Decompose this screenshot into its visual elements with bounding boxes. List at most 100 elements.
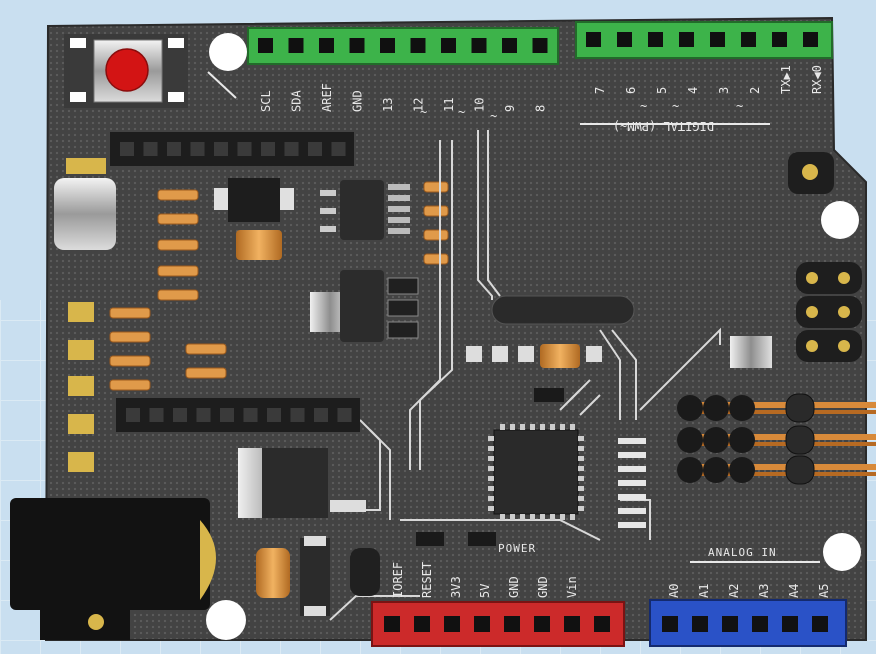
- header-pin: [471, 38, 487, 53]
- power-pin-label: 5V: [478, 584, 492, 598]
- header-pin: [167, 142, 181, 156]
- header-pin: [267, 408, 281, 422]
- microcontroller-chip[interactable]: [488, 424, 584, 520]
- chip-pin: [618, 494, 646, 500]
- pin-label: TX▶1: [779, 65, 793, 94]
- power-pin: [444, 616, 460, 632]
- pin-label: 5: [655, 87, 669, 94]
- resistor-array: [109, 189, 227, 391]
- header-pin: [710, 32, 725, 47]
- small-components-row: [466, 344, 602, 402]
- header-pin: [214, 142, 228, 156]
- jumper[interactable]: [796, 262, 862, 294]
- pwm-mark: ~: [458, 105, 465, 119]
- jumper-headers-right: [796, 262, 862, 362]
- jumper[interactable]: [796, 330, 862, 362]
- pin-label: 7: [593, 87, 607, 94]
- pwm-marks: ~~~~~~: [420, 99, 743, 123]
- capacitor-right: [730, 336, 772, 368]
- power-pin: [474, 616, 490, 632]
- black-header-top: [110, 132, 354, 166]
- regulator-bottom: [300, 538, 330, 616]
- resistor: [157, 213, 199, 225]
- regulator-ic: [320, 180, 410, 240]
- yellow-pads-left: [68, 302, 94, 472]
- power-pin: [594, 616, 610, 632]
- pin-label: AREF: [320, 83, 334, 112]
- socket-hole: [729, 395, 755, 421]
- chip-side-pins: [618, 438, 646, 528]
- mounting-hole: [821, 201, 859, 239]
- header-pin: [331, 142, 346, 156]
- inductor: [236, 230, 282, 260]
- resistor: [157, 189, 199, 201]
- jumper[interactable]: [796, 296, 862, 328]
- pwm-mark: ~: [672, 99, 679, 113]
- chip-pin: [618, 438, 646, 444]
- solder-pad: [68, 376, 94, 396]
- header-pin: [196, 408, 211, 422]
- pin-label: RX◀0: [810, 65, 824, 94]
- analog-pin: [722, 616, 738, 632]
- socket-hole: [729, 427, 755, 453]
- header-pin: [288, 38, 304, 53]
- header-pin: [617, 32, 632, 47]
- header-pin: [337, 408, 352, 422]
- socket-hole: [703, 395, 729, 421]
- oscillator: [491, 295, 635, 325]
- analog-pin: [752, 616, 768, 632]
- power-pin: [534, 616, 550, 632]
- header-pin: [502, 38, 517, 53]
- pwm-mark: ~: [490, 109, 497, 123]
- resistor: [185, 367, 227, 379]
- header-pin: [314, 408, 328, 422]
- header-pin: [380, 38, 395, 53]
- resistor: [423, 229, 449, 241]
- pin-label: 2: [748, 87, 762, 94]
- reset-button-cap[interactable]: [105, 48, 149, 92]
- pin-label: 4: [686, 87, 700, 94]
- diode: [214, 178, 294, 222]
- header-pin: [803, 32, 818, 47]
- mounting-hole: [206, 600, 246, 640]
- header-pin: [290, 408, 305, 422]
- digital-header-right: [575, 21, 833, 59]
- header-pin: [410, 38, 426, 53]
- mounting-hole: [823, 533, 861, 571]
- pin-label: 10: [473, 98, 487, 112]
- chip-pin: [618, 508, 646, 514]
- chip-pin: [618, 522, 646, 528]
- pin-label: 3: [717, 87, 731, 94]
- resistor-network: [677, 393, 876, 485]
- header-pin: [772, 32, 787, 47]
- power-jack[interactable]: [10, 498, 216, 640]
- power-pin-label: GND: [536, 576, 550, 598]
- header-pin: [441, 38, 456, 53]
- header-pin: [741, 32, 756, 47]
- power-pin-label: 3V3: [449, 576, 463, 598]
- socket-hole: [677, 395, 703, 421]
- reset-button[interactable]: [64, 34, 188, 108]
- digital-pwm-label: DIGITAL (PWM~): [613, 119, 714, 133]
- header-pin: [143, 142, 158, 156]
- power-title: POWER: [498, 542, 536, 555]
- pin-label: SCL: [259, 90, 273, 112]
- analog-pin: [662, 616, 678, 632]
- resistor: [109, 379, 151, 391]
- pin-label: 12: [412, 98, 426, 112]
- resistor: [423, 205, 449, 217]
- chip-pin: [618, 452, 646, 458]
- header-pin: [349, 38, 365, 53]
- header-pin: [173, 408, 187, 422]
- pwm-mark: ~: [640, 99, 647, 113]
- analog-pin: [692, 616, 708, 632]
- header-pin: [319, 38, 334, 53]
- header-pin: [237, 142, 252, 156]
- pin-label: GND: [351, 90, 365, 112]
- pin-label: 11: [442, 98, 456, 112]
- header-pin: [532, 38, 548, 53]
- resistor: [109, 355, 151, 367]
- socket-hole: [729, 457, 755, 483]
